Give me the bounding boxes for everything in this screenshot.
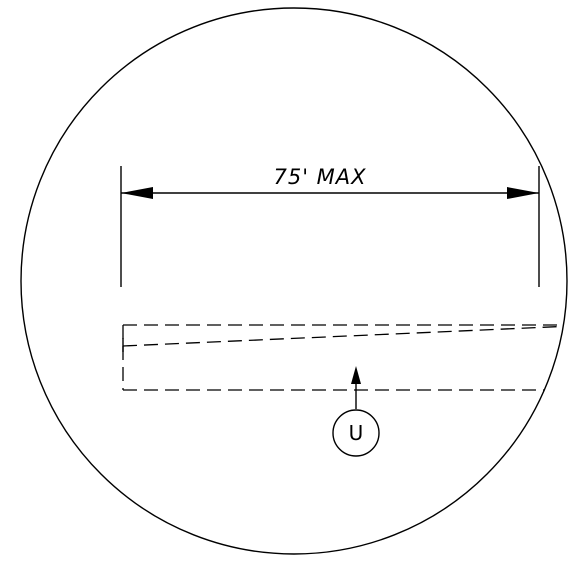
leader-arrow-icon	[351, 366, 361, 384]
dashed-outline	[122, 324, 567, 391]
tag-label: U	[349, 421, 364, 445]
detail-boundary-circle	[20, 7, 568, 555]
arrowhead-right-icon	[507, 187, 539, 199]
arrowhead-left-icon	[121, 187, 153, 199]
dimension-label: 75' MAX	[273, 165, 366, 189]
tag-circle	[332, 409, 380, 457]
dashed-sloped-line	[122, 325, 567, 347]
